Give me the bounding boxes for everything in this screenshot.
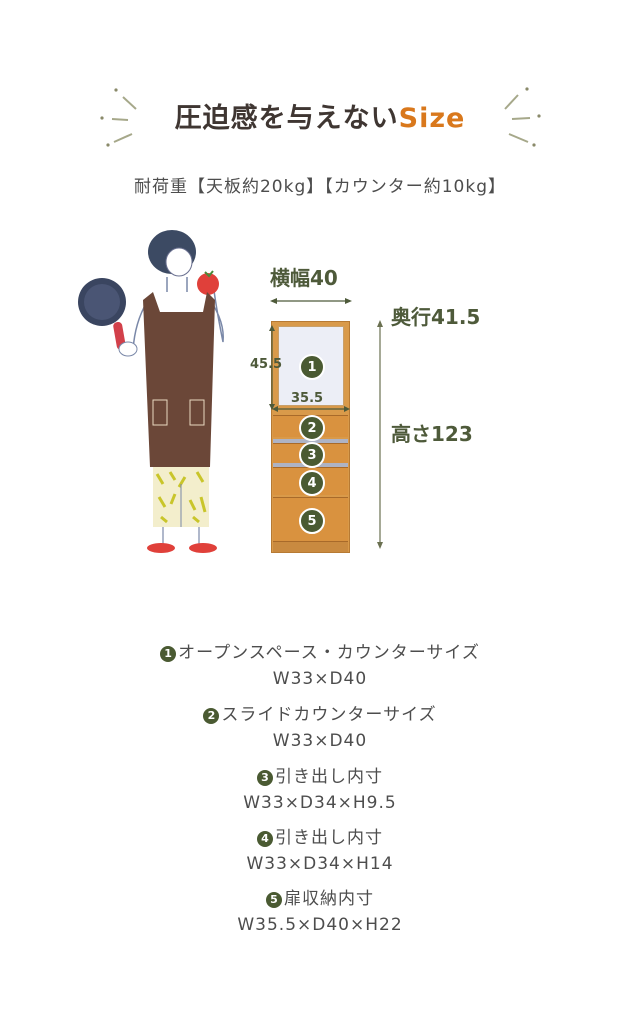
height-label: 高さ123	[391, 422, 473, 446]
badge-5: 5	[299, 508, 325, 534]
spec-number-badge: 2	[203, 708, 220, 724]
inner-dimension-arrows	[269, 325, 350, 412]
inner-height-label: 45.5	[250, 357, 283, 372]
spec-number-badge: 3	[257, 770, 273, 786]
width-label: 横幅40	[270, 266, 338, 290]
title-accent: Size	[398, 103, 466, 134]
tomato-icon	[197, 273, 219, 295]
spec-1-size: W33×D40	[272, 669, 368, 689]
spec-3-size: W33×D34×H9.5	[243, 793, 397, 813]
badge-3: 3	[299, 442, 325, 468]
drawer-handle	[273, 439, 348, 443]
badge-1: 1	[299, 354, 325, 380]
title-main: 圧迫感を与えない	[174, 103, 399, 134]
inner-width-label: 35.5	[291, 391, 324, 406]
spec-5-size: W35.5×D40×H22	[237, 915, 403, 935]
sparkle-right-icon	[504, 87, 541, 147]
plinth	[273, 541, 348, 552]
load-capacity: 耐荷重【天板約20kg】【カウンター約10kg】	[133, 177, 507, 197]
spec-2-size: W33×D40	[272, 731, 368, 751]
sparkle-left-icon	[100, 88, 137, 147]
badge-2: 2	[299, 415, 325, 441]
spec-number-badge: 5	[266, 892, 282, 908]
woman-illustration	[78, 230, 224, 553]
spec-number-badge: 4	[257, 831, 273, 847]
page-title: 圧迫感を与えないSize	[0, 96, 640, 135]
dimension-arrows	[270, 298, 383, 549]
spec-number-badge: 1	[160, 646, 177, 662]
badge-4: 4	[299, 470, 325, 496]
depth-label: 奥行41.5	[391, 305, 481, 329]
spec-4-size: W33×D34×H14	[246, 854, 394, 874]
